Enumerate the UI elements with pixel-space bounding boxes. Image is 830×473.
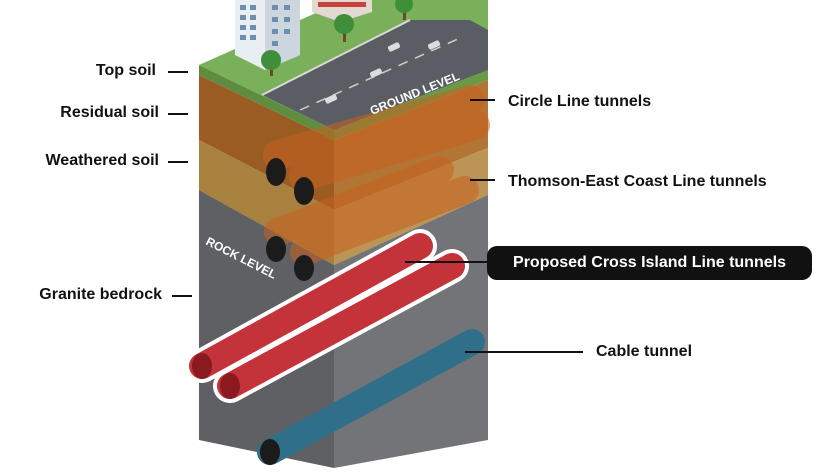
- cable-tunnel: [257, 329, 485, 465]
- road-edge: [261, 19, 411, 96]
- weathered-soil-label: Weathered soil: [45, 152, 159, 169]
- cable-tunnel-label: Cable tunnel: [596, 343, 693, 360]
- residual-soil-label: Residual soil: [60, 104, 159, 121]
- weathered-soil-dash: [168, 161, 188, 163]
- residual-soil-dash: [168, 113, 188, 115]
- orange-tunnels: [263, 85, 490, 266]
- trees-group: [261, 0, 413, 76]
- cross-island-tunnels: [185, 229, 469, 403]
- top-soil-label: Top soil: [95, 62, 156, 79]
- top-soil-dash: [168, 71, 188, 73]
- top-soil-layer-left: [199, 65, 334, 140]
- granite-bedrock-dash: [172, 295, 192, 297]
- granite-bedrock-label: Granite bedrock: [39, 286, 162, 303]
- circle-line-tunnels-label: Circle Line tunnels: [508, 93, 652, 110]
- thomson-east-coast-tunnels-label: Thomson-East Coast Line tunnels: [508, 173, 767, 190]
- cars-group: [324, 40, 441, 104]
- cross-island-tunnels-label: Proposed Cross Island Line tunnels: [487, 246, 812, 280]
- tunnel-openings: [266, 158, 314, 281]
- road-marking: [299, 37, 461, 111]
- buildings-group: [235, 0, 372, 70]
